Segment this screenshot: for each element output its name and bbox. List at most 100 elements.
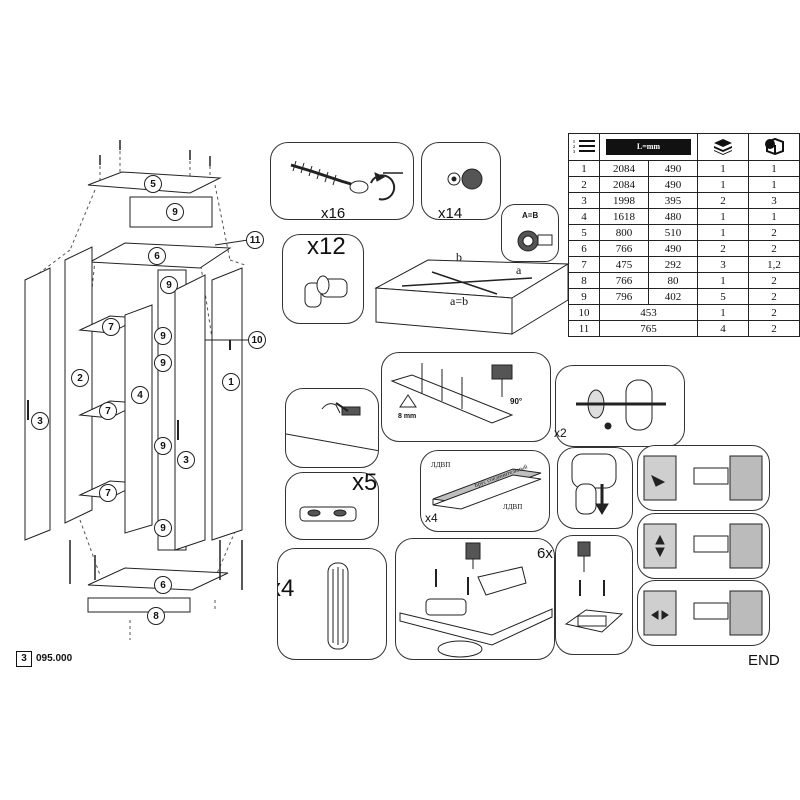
cell-package: 2: [748, 224, 800, 241]
dowel-count: x4: [278, 575, 295, 602]
callout-10: 10: [248, 331, 266, 349]
ruler-icon: L=mm: [599, 133, 698, 161]
product-code: 095.000: [36, 653, 73, 664]
callout-7: 7: [99, 402, 117, 420]
rail-count: x2: [554, 426, 567, 440]
cell-width: 292: [648, 256, 698, 273]
callout-3: 3: [177, 451, 195, 469]
panel-connector: x12: [282, 234, 364, 324]
callout-2: 2: [71, 369, 89, 387]
panel-cam-screw: x16: [270, 142, 414, 220]
tape-measure-icon: [517, 230, 553, 252]
page-number-box: 3: [16, 651, 32, 667]
page-number: 3 095.000: [16, 651, 72, 667]
hdf-joiner-diagram: [432, 468, 542, 510]
panel-square-tool: A=B: [501, 204, 559, 262]
cell-length: 475: [599, 256, 649, 273]
cell-width: 480: [648, 208, 698, 225]
gap-label: 8 mm: [398, 413, 417, 420]
nailing-diagram: [390, 363, 514, 424]
cell-length: 2084: [599, 176, 649, 193]
hinge-screws-icon: [564, 541, 624, 633]
cell-count: 2: [697, 192, 749, 209]
cell-no: 5: [568, 224, 600, 241]
connector-icon: [304, 275, 348, 308]
cell-no: 7: [568, 256, 600, 273]
panel-door-adjust-2: [637, 445, 770, 511]
cell-package: 1: [748, 208, 800, 225]
cell-count: 1: [697, 176, 749, 193]
cell-count: 1: [697, 224, 749, 241]
cell-count: 1: [697, 208, 749, 225]
exploded-assembly: [24, 140, 249, 640]
cell-length: 765: [599, 320, 698, 337]
cell-no: 2: [568, 176, 600, 193]
diag-a-label: a: [516, 263, 522, 277]
panel-hdf-joiner: ЛДВП ЛДВП Брус соединительный: [420, 450, 550, 532]
cell-length: 766: [599, 272, 649, 289]
panel-hinge-screws: [555, 535, 633, 655]
connector-count: x12: [307, 234, 346, 260]
cam-screw-icon: [290, 160, 403, 201]
panel-dowel: x4: [277, 548, 387, 660]
diag-ab-label: a=b: [450, 294, 469, 308]
callout-9: 9: [154, 354, 172, 372]
callout-4: 4: [131, 386, 149, 404]
cell-count: 1: [697, 304, 749, 321]
cell-length: 1998: [599, 192, 649, 209]
hdf-label-2: ЛДВП: [503, 503, 523, 511]
square-label: A=B: [522, 211, 539, 220]
cap-count: x14: [438, 205, 463, 220]
cell-package: 2: [748, 304, 800, 321]
cell-length: 2084: [599, 160, 649, 177]
callout-9: 9: [160, 276, 178, 294]
cell-width: 395: [648, 192, 698, 209]
ruler-label: L=mm: [606, 139, 691, 155]
hammer-icon: [286, 402, 378, 452]
hdf-label-1: ЛДВП: [431, 461, 451, 469]
cell-no: 1: [568, 160, 600, 177]
cell-length: 800: [599, 224, 649, 241]
rail-bracket-icon: [576, 379, 666, 431]
callout-7: 7: [99, 484, 117, 502]
cell-length: 766: [599, 240, 649, 257]
svg-text:2: 2: [573, 144, 575, 149]
cell-length: 1618: [599, 208, 649, 225]
screw-cap-icon: [447, 168, 483, 190]
panel-hammer: [285, 388, 379, 468]
screw-count: x16: [321, 205, 346, 220]
cell-package: 1: [748, 176, 800, 193]
layers-icon: [697, 133, 749, 161]
cell-no: 8: [568, 272, 600, 289]
door-adjust-height-icon: [643, 523, 763, 569]
panel-door-adjust-4: [637, 580, 770, 646]
callout-1: 1: [222, 373, 240, 391]
cell-width: 490: [648, 240, 698, 257]
angle-label: 90°: [510, 397, 523, 406]
callout-6: 6: [148, 247, 166, 265]
end-label: END: [748, 652, 780, 669]
cell-no: 3: [568, 192, 600, 209]
cell-no: 4: [568, 208, 600, 225]
cell-package: 2: [748, 288, 800, 305]
diag-b-label: b: [456, 250, 462, 264]
cell-count: 1: [697, 160, 749, 177]
cell-length: 453: [599, 304, 698, 321]
callout-3: 3: [31, 412, 49, 430]
door-adjust-depth-icon: [643, 455, 763, 501]
package-icon: [748, 133, 800, 161]
callout-9: 9: [154, 327, 172, 345]
cell-no: 11: [568, 320, 600, 337]
panel-door-adjust-1: [557, 447, 633, 529]
hinge-mount-diagram: [399, 542, 553, 658]
svg-text:1: 1: [573, 139, 575, 144]
cell-width: 510: [648, 224, 698, 241]
